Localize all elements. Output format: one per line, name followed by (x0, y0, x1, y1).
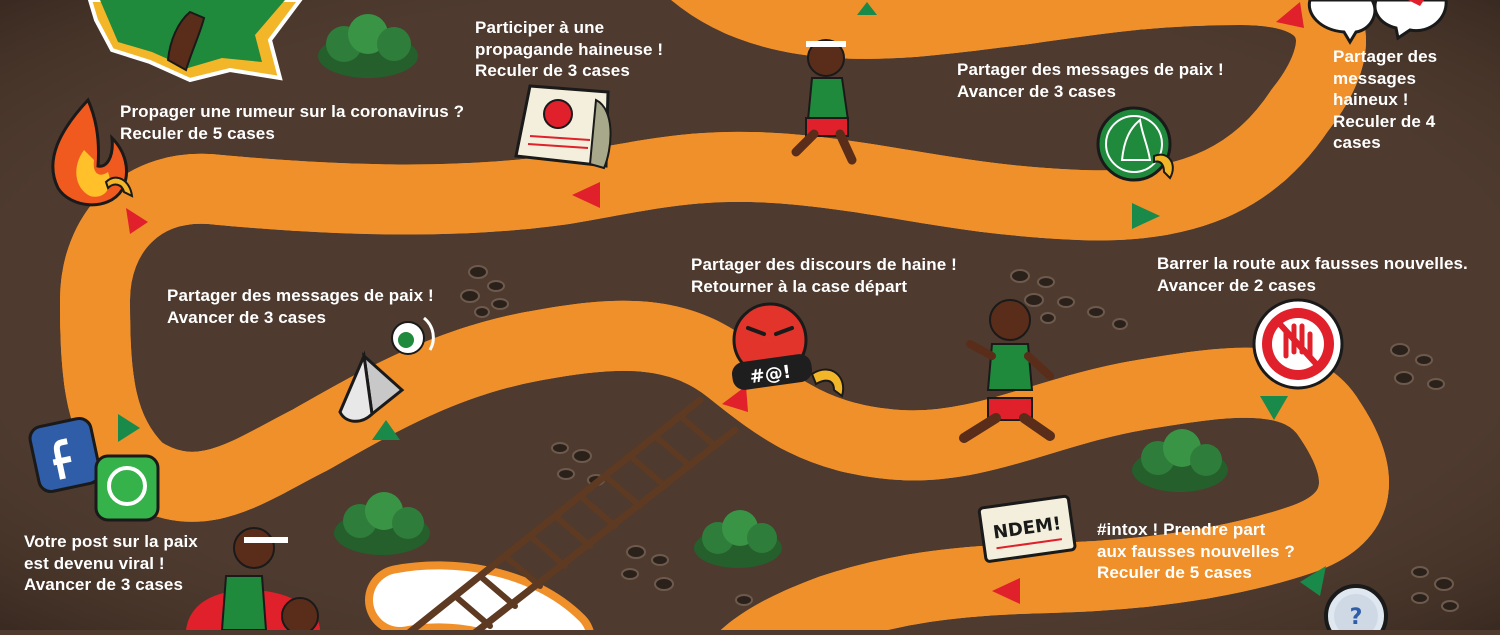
newspaper-angry-icon (514, 84, 612, 170)
angry-face-icon: #@! (731, 302, 845, 398)
runner-bottom (186, 527, 320, 635)
square-text-viral-post: Votre post sur la paix est devenu viral … (24, 532, 198, 594)
square-text-block-fake-news: Barrer la route aux fausses nouvelles. A… (1157, 254, 1468, 295)
stop-hand-icon (1252, 298, 1344, 390)
angry-speech-bubble-icon (1307, 0, 1448, 45)
square-text-peace-messages-left: Partager des messages de paix ! Avancer … (167, 286, 434, 327)
bush-center-left (334, 492, 430, 555)
bush-right (1132, 429, 1228, 492)
square-text-hate-speech: Partager des discours de haine ! Retourn… (691, 255, 957, 296)
square-text-hateful-messages: Partager des messages haineux ! Reculer … (1333, 47, 1438, 152)
runner-top (791, 39, 857, 165)
pebbles (460, 265, 1459, 626)
forward-arrows (118, 2, 1326, 596)
bush-center (694, 510, 782, 568)
megaphone-icon (338, 316, 435, 423)
peace-dove-icon (1096, 106, 1174, 182)
ladder (400, 396, 739, 635)
runner-middle (959, 299, 1055, 443)
start-badge-icon (87, 0, 303, 83)
bush-top-left (318, 14, 418, 78)
square-text-peace-messages-top: Partager des messages de paix ! Avancer … (957, 60, 1224, 101)
fire-icon (51, 97, 134, 207)
social-apps-icon (28, 417, 160, 522)
back-arrows (126, 2, 1304, 604)
square-text-intox: #intox ! Prendre part aux fausses nouvel… (1097, 520, 1295, 582)
magnifier-question-icon: ? (1324, 584, 1388, 635)
square-text-propaganda: Participer à une propagande haineuse ! R… (475, 18, 664, 80)
fake-news-sign-icon: NDEM! (977, 494, 1077, 563)
square-text-coronavirus-rumor: Propager une rumeur sur la coronavirus ?… (120, 102, 465, 143)
question-mark-text: ? (1350, 605, 1363, 630)
